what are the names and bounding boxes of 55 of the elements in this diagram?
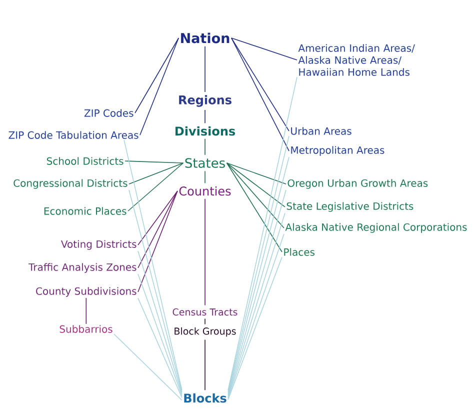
geography-label: Voting Districts <box>61 240 136 250</box>
connector-line <box>114 334 182 401</box>
connector-line <box>138 190 178 268</box>
connector-line <box>226 162 286 208</box>
level-label: Nation <box>181 32 230 44</box>
connector-line <box>204 170 206 184</box>
connector-line <box>204 339 206 391</box>
geography-label: School Districts <box>46 157 124 165</box>
connector-line <box>138 298 182 398</box>
level-label: Census Tracts <box>172 308 238 316</box>
level-label: Blocks <box>184 393 226 403</box>
connector-line <box>230 38 298 60</box>
geography-label: County Subdivisions <box>36 287 136 297</box>
connector-line <box>204 138 206 156</box>
geography-label: Metropolitan Areas <box>291 146 384 156</box>
connector-line <box>230 38 290 132</box>
connector-line <box>124 140 182 391</box>
geography-label: Congressional Districts <box>14 179 128 189</box>
connector-line <box>140 38 180 136</box>
connector-line <box>128 162 184 212</box>
connector-line <box>204 46 206 92</box>
geography-label: Oregon Urban Growth Areas <box>288 179 428 189</box>
connector-line <box>204 198 206 306</box>
connector-line <box>124 160 184 164</box>
connector-line <box>138 190 178 246</box>
connector-line <box>204 318 206 325</box>
connector-line <box>134 38 180 114</box>
geography-label: ZIP Code Tabulation Areas <box>8 131 138 139</box>
level-label: Divisions <box>176 126 236 136</box>
connector-line <box>138 274 182 396</box>
connector-line <box>230 38 290 152</box>
connector-line <box>138 190 178 292</box>
geography-label: Subbarrios <box>60 325 112 333</box>
connector-line <box>128 162 184 184</box>
connector-line <box>228 76 298 391</box>
level-label: Regions <box>179 95 232 107</box>
connector-line <box>128 190 182 392</box>
geography-label: American Indian Areas/ Alaska Native Areas/ Hawaiian Home Lands <box>298 44 415 76</box>
geography-label: ZIP Codes <box>84 109 134 117</box>
geography-label: Economic Places <box>44 207 126 215</box>
connector-line <box>204 110 206 124</box>
geography-label: Urban Areas <box>291 127 352 135</box>
connector-line <box>226 162 286 184</box>
level-label: Counties <box>179 186 231 196</box>
geography-label: State Legislative Districts <box>286 202 414 212</box>
geography-label: Traffic Analysis Zones <box>28 263 136 273</box>
level-label: States <box>185 158 225 168</box>
connector-line <box>138 250 182 394</box>
connector-line <box>86 298 87 324</box>
level-label: Block Groups <box>174 327 236 337</box>
connector-line <box>228 256 282 400</box>
geography-label: Alaska Native Regional Corporations <box>285 223 467 233</box>
connector-line <box>226 162 282 252</box>
geography-label: Places <box>284 248 314 256</box>
connector-line <box>226 162 284 228</box>
